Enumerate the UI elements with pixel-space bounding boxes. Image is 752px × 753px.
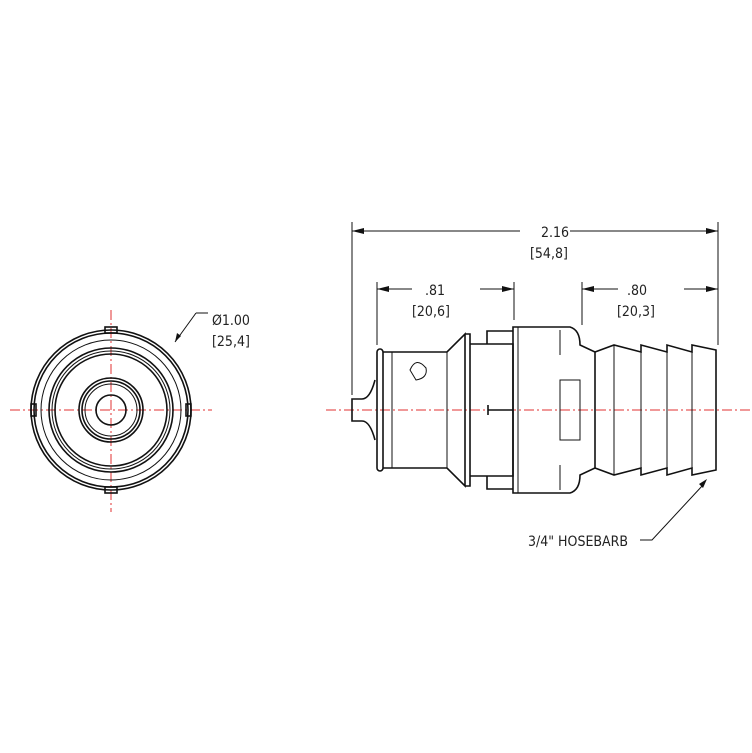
dimensions: 2.16 [54,8] .81 [20,6] .80 [20,3] 3/4" H… [351,222,719,550]
overall-length-inch: 2.16 [541,225,569,241]
diameter-inch: Ø1.00 [212,313,250,329]
overall-length-mm: [54,8] [530,246,568,262]
left-length-inch: .81 [425,283,445,299]
side-view [326,326,752,494]
hosebarb-callout: 3/4" HOSEBARB [528,534,628,550]
left-length-mm: [20,6] [412,304,450,320]
end-view: Ø1.00 [25,4] [10,310,250,512]
barb-length-inch: .80 [627,283,647,299]
barb-length-mm: [20,3] [617,304,655,320]
diameter-mm: [25,4] [212,334,250,350]
nose [351,379,376,441]
bore-circle [95,394,127,426]
hub-circle [78,377,144,443]
